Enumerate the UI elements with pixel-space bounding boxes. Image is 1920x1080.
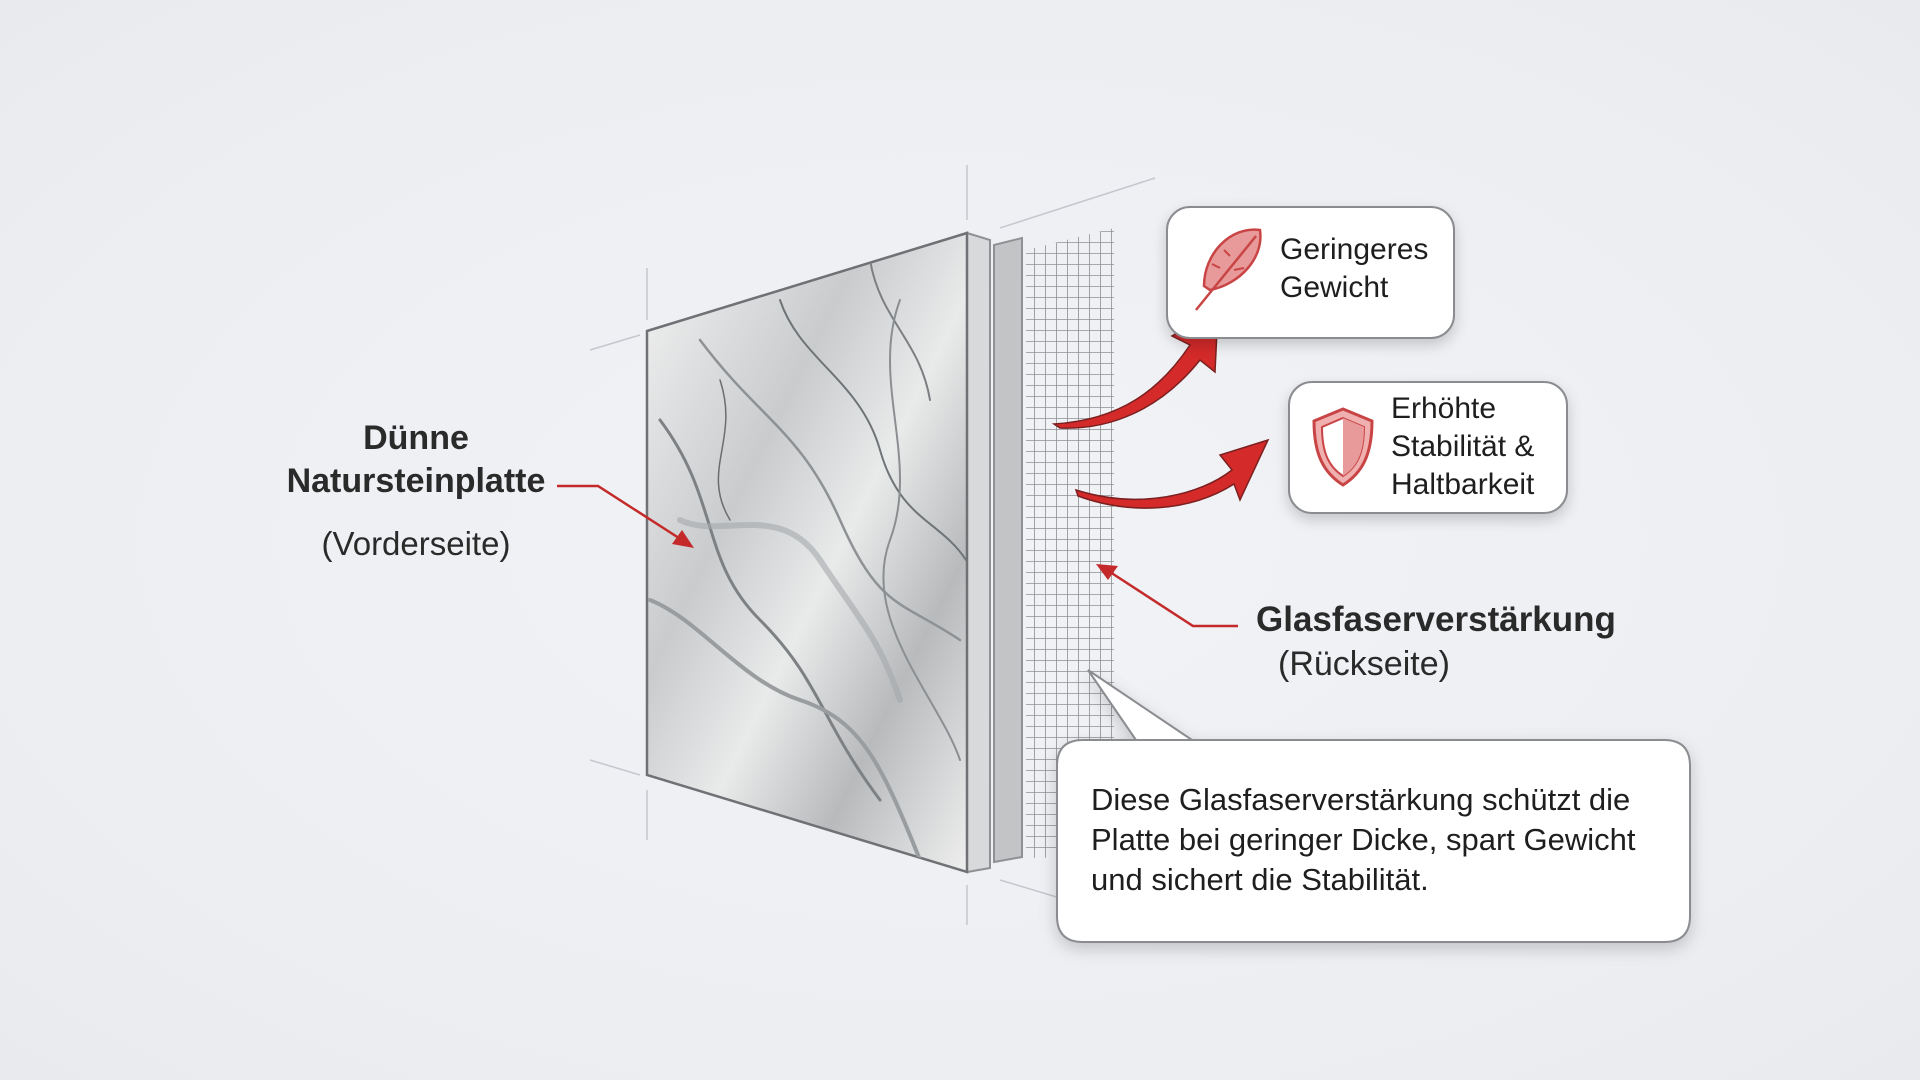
back-label-title: Glasfaserverstärkung	[1256, 600, 1616, 639]
arrow-to-stability	[1074, 438, 1270, 509]
back-label-subtitle: (Rückseite)	[1278, 645, 1450, 683]
benefit-stability-line2: Stabilität &	[1391, 430, 1535, 463]
adhesive-layer	[993, 236, 1023, 864]
front-label-line2: Natursteinplatte	[286, 462, 546, 500]
front-label-subtitle: (Vorderseite)	[321, 525, 511, 562]
marble-veins	[648, 259, 967, 862]
arrowhead-back	[1096, 564, 1118, 580]
callout-bubble	[1056, 669, 1691, 943]
benefit-weight-line1: Geringeres	[1280, 233, 1429, 266]
guide-lines	[589, 165, 1156, 925]
front-label-line1: Dünne	[363, 419, 469, 457]
fiberglass-mesh	[1026, 228, 1114, 858]
benefit-weight-box: Geringeres Gewicht	[1166, 206, 1455, 339]
callout-text: Diese Glasfaserverstärkung schützt die P…	[1091, 782, 1636, 897]
marble-edge	[966, 231, 991, 874]
benefit-weight-line2: Gewicht	[1280, 271, 1389, 304]
benefit-stability-line3: Haltbarkeit	[1391, 468, 1535, 501]
benefit-stability-line1: Erhöhte	[1391, 392, 1497, 425]
benefit-stability-box: Erhöhte Stabilität & Haltbarkeit	[1288, 381, 1568, 514]
shield-icon	[1312, 407, 1374, 487]
arrowhead-front	[672, 530, 694, 548]
feather-icon	[1195, 228, 1262, 311]
leader-line-front	[557, 484, 683, 542]
front-label-title: Dünne Natursteinplatte	[236, 417, 596, 503]
leader-line-back	[1109, 570, 1238, 628]
marble-panel	[645, 231, 969, 874]
